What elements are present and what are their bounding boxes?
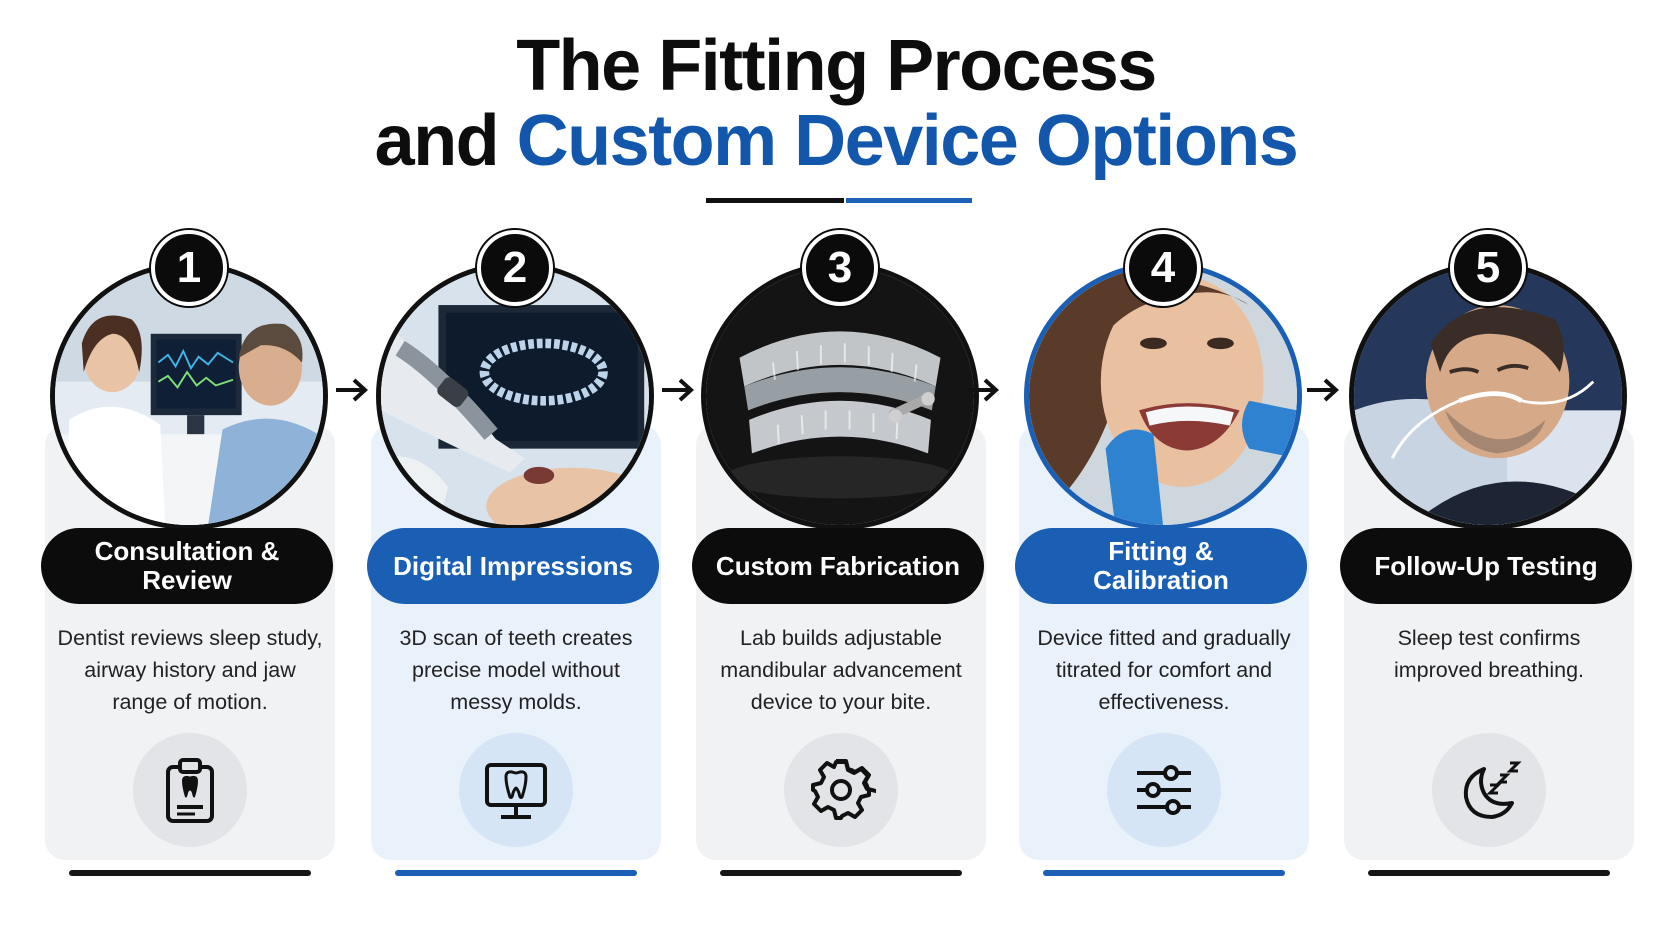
step-1: 1 Consultation & Review Dentist reviews … (41, 230, 335, 876)
card-underline (1368, 870, 1610, 876)
step-title-pill: Digital Impressions (367, 528, 659, 604)
page-subtitle: and Custom Device Options (0, 105, 1672, 177)
page-title: The Fitting Process (516, 26, 1157, 106)
card-underline (1043, 870, 1285, 876)
sleep-photo (1349, 262, 1627, 530)
title-rule-dark (706, 198, 844, 203)
step-number-badge: 4 (1125, 230, 1201, 306)
arrow-right-icon (1303, 370, 1343, 410)
gear-icon (811, 759, 876, 820)
step-description: Device fitted and gradually titrated for… (1037, 626, 1291, 714)
icon-badge (1107, 733, 1221, 847)
step-title-pill: Follow-Up Testing (1340, 528, 1632, 604)
step-3: 3 Custom Fabrication Lab builds adjustab… (692, 230, 986, 876)
clipboard-tooth-icon (166, 758, 214, 823)
step-description: Lab builds adjustable mandibular advance… (720, 626, 962, 714)
step-title-pill: Custom Fabrication (692, 528, 984, 604)
step-title-pill: Consultation & Review (41, 528, 333, 604)
icon-badge (459, 733, 573, 847)
step-description: 3D scan of teeth creates precise model w… (399, 626, 633, 714)
subtitle-accent: Custom Device Options (516, 101, 1299, 181)
step-description: Dentist reviews sleep study, airway hist… (57, 626, 323, 714)
card-underline (720, 870, 962, 876)
step-number-badge: 5 (1450, 230, 1526, 306)
subtitle-prefix: and (374, 101, 517, 181)
card-underline (395, 870, 637, 876)
icon-badge (133, 733, 247, 847)
step-2: 2 Digital Impressions 3D scan of teeth c… (367, 230, 661, 876)
fitting-photo (1024, 262, 1302, 530)
step-title-pill: Fitting & Calibration (1015, 528, 1307, 604)
icon-badge (784, 733, 898, 847)
icon-badge (1432, 733, 1546, 847)
arrow-right-icon (963, 370, 1003, 410)
step-5: 5 Follow-Up Testing Sleep test confirms … (1340, 230, 1634, 876)
title-rule-blue (846, 198, 972, 203)
moon-zzz-icon (1463, 761, 1522, 819)
card-underline (69, 870, 311, 876)
device-photo (701, 262, 979, 530)
arrow-right-icon (332, 370, 372, 410)
arrow-right-icon (658, 370, 698, 410)
step-number-badge: 1 (151, 230, 227, 306)
step-number-badge: 2 (477, 230, 553, 306)
step-description: Sleep test confirms improved breathing. (1393, 626, 1585, 682)
step-number-badge: 3 (802, 230, 878, 306)
monitor-tooth-icon (485, 763, 547, 819)
step-4: 4 Fitting & Calibration Device fitted an… (1015, 230, 1309, 876)
sliders-icon (1137, 765, 1191, 815)
